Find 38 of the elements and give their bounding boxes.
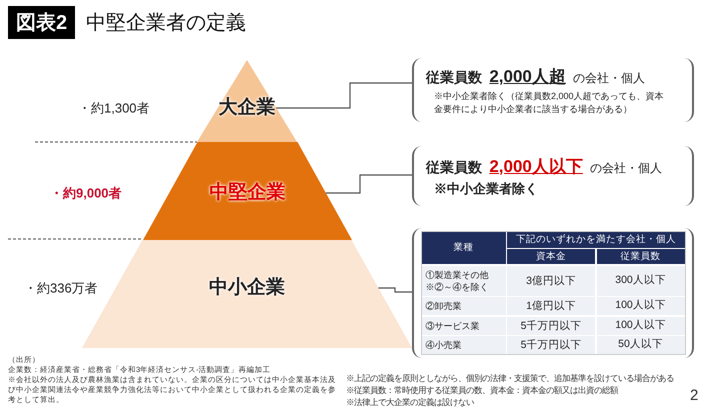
definition-text: 従業員数 2,000人超 の会社・個人 <box>426 66 646 88</box>
table-cell: 3億円以下 <box>507 266 595 296</box>
table-cell: ④小売業 <box>422 336 506 354</box>
footnote: ※法律上で大企業の定義は設けない <box>346 396 475 408</box>
table-cell: ①製造業その他 ※②～④を除く <box>422 266 506 296</box>
table-cell: 1億円以下 <box>507 297 595 316</box>
table-cell: 300人以下 <box>596 266 684 296</box>
table-cell: ②卸売業 <box>422 297 506 316</box>
tier-label: 大企業 <box>218 96 276 120</box>
tier-label: 中堅企業 <box>210 180 286 205</box>
definition-text: 従業員数 2,000人以下 の会社・個人 <box>426 156 664 178</box>
connector-line <box>378 287 412 293</box>
connector-line <box>326 174 412 194</box>
count-label: ・約1,300者 <box>78 99 150 118</box>
table-cell: 下記のいずれかを満たす会社・個人 <box>507 232 684 248</box>
count-label: ・約9,000者 <box>50 184 122 202</box>
figure-tag: 図表2 <box>8 6 76 39</box>
table-cell: 100人以下 <box>596 316 684 335</box>
table-cell: 従業員数 <box>596 249 684 264</box>
footnote: ※従業員数：常時使用する従業員の数、資本金：資本金の額又は出資の総額 <box>346 384 620 396</box>
table-cell: 100人以下 <box>596 297 684 316</box>
page-number: 2 <box>690 386 698 406</box>
table-cell: 5千万円以下 <box>507 316 595 335</box>
note-text: ※中小企業者除く <box>433 180 539 198</box>
table-cell: 50人以下 <box>596 336 684 354</box>
table-cell: ③サービス業 <box>422 316 506 335</box>
table-cell: 業種 <box>422 232 506 264</box>
title: 中堅企業者の定義 <box>86 11 246 36</box>
connector-line <box>276 82 412 109</box>
table-cell: 資本金 <box>507 249 595 264</box>
count-label: ・約336万者 <box>24 279 98 298</box>
bracket-box <box>412 228 694 358</box>
bracket-box <box>412 58 694 122</box>
bracket-box <box>412 146 694 206</box>
footnote: ※上記の定義を原則としながら、個別の法律・支援策で、追加基準を設けている場合がある <box>346 372 675 384</box>
tier-label: 中小企業 <box>209 276 285 300</box>
table-cell: 5千万円以下 <box>507 336 595 354</box>
note-text: ※中小企業者除く（従業員数2,000人超であっても、資本金要件により中小企業者に該当する場合がある） <box>433 90 665 116</box>
